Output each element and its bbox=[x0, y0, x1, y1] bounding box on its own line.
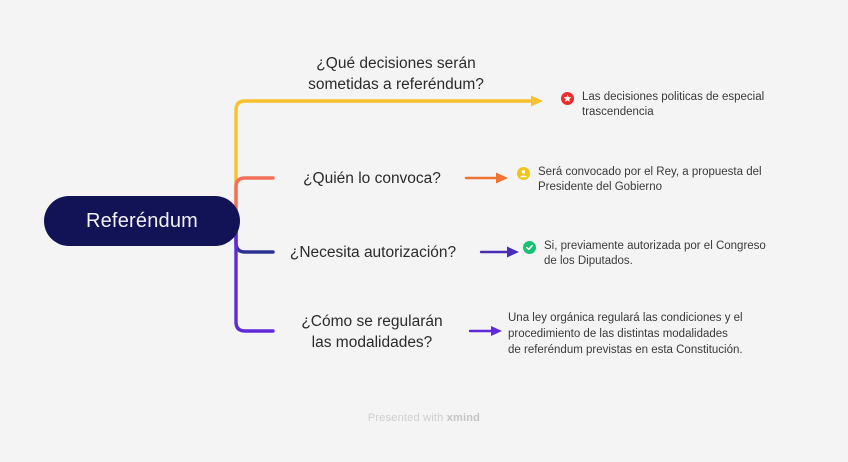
footer-attribution: Presented with xmind bbox=[0, 412, 848, 424]
leaf-note-3[interactable]: Una ley orgánica regulará las condicione… bbox=[508, 310, 808, 358]
branch-topic-2[interactable]: ¿Necesita autorización? bbox=[289, 244, 457, 261]
connector-branch-2 bbox=[234, 220, 275, 254]
branch-topic-1[interactable]: ¿Quién lo convoca? bbox=[303, 170, 441, 187]
xmind-brand-label: xmind bbox=[446, 412, 481, 424]
leaf-note-1[interactable]: Será convocado por el Rey, a propuesta d… bbox=[517, 165, 807, 195]
connector-branch-3 bbox=[234, 220, 275, 333]
check-badge-icon bbox=[523, 241, 536, 254]
star-badge-icon bbox=[561, 92, 574, 105]
leaf-note-text-3: Una ley orgánica regulará las condicione… bbox=[508, 312, 743, 356]
connector-branch-1 bbox=[234, 176, 275, 224]
branch-topic-3[interactable]: ¿Cómo se regularán las modalidades? bbox=[301, 313, 443, 351]
leaf-note-text-2: Si, previamente autorizada por el Congre… bbox=[544, 240, 766, 267]
arrowhead-branch-1 bbox=[496, 172, 508, 184]
leaf-note-text-1: Será convocado por el Rey, a propuesta d… bbox=[538, 166, 762, 193]
root-node-label: Referéndum bbox=[85, 209, 199, 232]
arrowhead-branch-3 bbox=[491, 326, 502, 336]
connector-branch-0 bbox=[234, 99, 533, 222]
leaf-note-2[interactable]: Si, previamente autorizada por el Congre… bbox=[523, 239, 808, 269]
branch-topic-0[interactable]: ¿Qué decisiones serán sometidas a referé… bbox=[308, 55, 484, 93]
leaf-note-0[interactable]: Las decisiones politicas de especial tra… bbox=[561, 90, 811, 120]
user-badge-icon bbox=[517, 167, 530, 180]
leaf-note-text-0: Las decisiones politicas de especial tra… bbox=[582, 91, 765, 118]
arrowhead-branch-2 bbox=[507, 246, 519, 258]
footer-prefix-label: Presented with bbox=[367, 412, 447, 424]
root-node[interactable]: Referéndum bbox=[44, 196, 240, 246]
arrowhead-branch-0 bbox=[531, 95, 543, 107]
